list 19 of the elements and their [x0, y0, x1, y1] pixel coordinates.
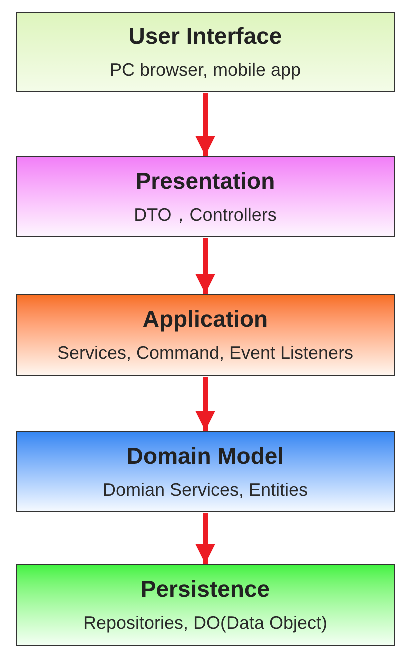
layer-box: [16, 12, 395, 92]
layer-title: Presentation: [136, 168, 276, 194]
layer-box: [16, 564, 395, 646]
arrow: [196, 513, 216, 564]
layer-title: Domain Model: [126, 442, 284, 470]
layer-title: Persistence: [140, 576, 270, 603]
layer-description: Repositories, DO(Data Object): [83, 613, 328, 634]
layer-description: DTO，Controllers: [134, 204, 277, 226]
layer-description: Services, Command, Event Listeners: [57, 343, 354, 364]
layer-box: [16, 294, 395, 376]
layer-title: User Interface: [128, 23, 282, 50]
layer-title: Application: [142, 306, 268, 333]
arrow: [196, 377, 216, 431]
layer-box: [16, 156, 395, 237]
layer-description: Domian Services, Entities: [102, 480, 308, 500]
arrow: [196, 93, 216, 156]
layer-box: [16, 431, 395, 512]
arrow: [196, 238, 216, 294]
layer-description: PC browser, mobile app: [110, 60, 302, 81]
